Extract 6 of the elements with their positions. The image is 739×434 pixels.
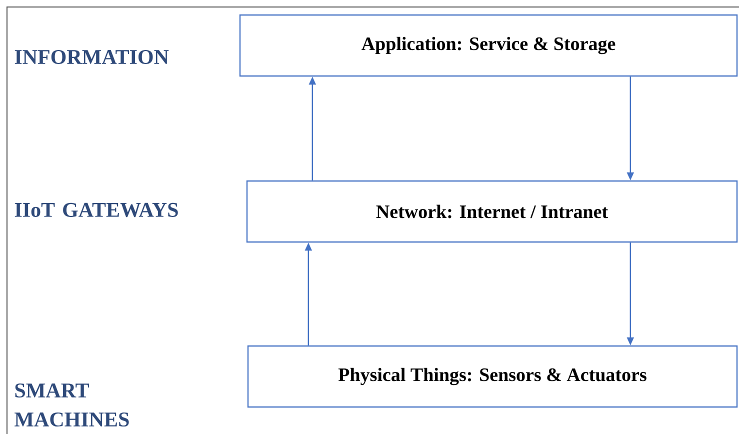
layer-label: IIoT GATEWAYS (14, 202, 178, 218)
layer-box: Application: Service & Storage (239, 14, 738, 77)
layer-box: Physical Things: Sensors & Actuators (247, 345, 738, 408)
layer-box: Network: Internet / Intranet (246, 180, 738, 243)
layer-label: INFORMATION (14, 50, 169, 64)
layer-label: SMART MACHINES (14, 383, 129, 427)
